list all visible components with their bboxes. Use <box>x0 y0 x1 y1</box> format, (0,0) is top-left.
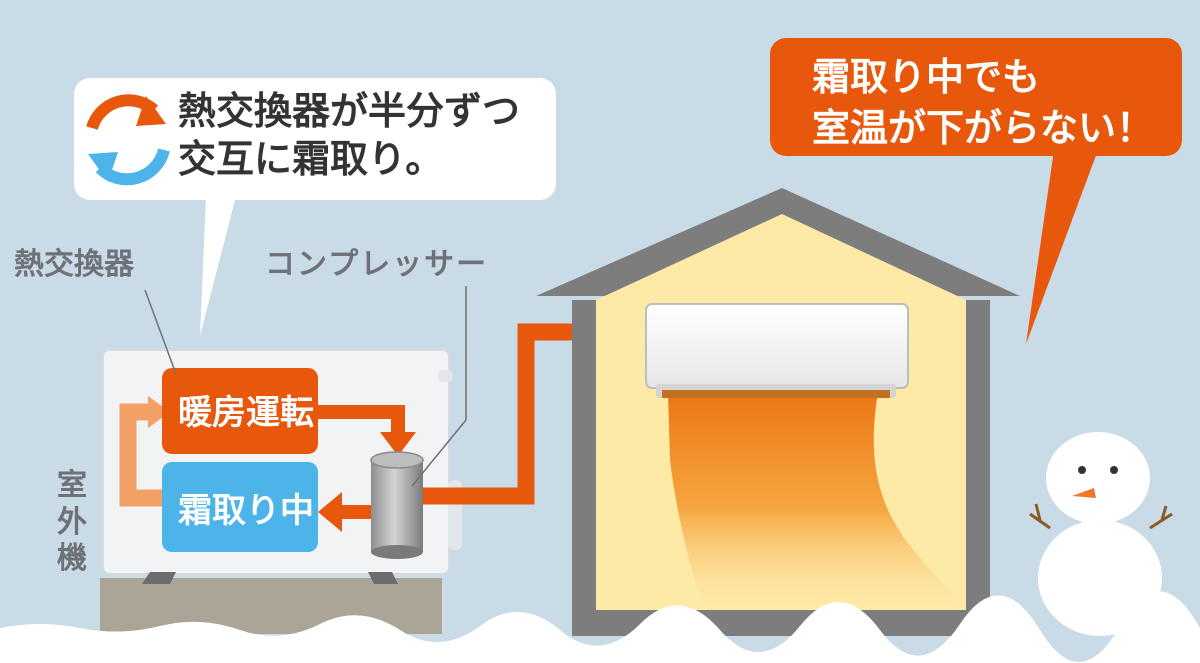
cycle-loop-arrow-head <box>148 396 170 428</box>
bubble-right-line1: 霜取り中でも <box>812 55 1041 99</box>
bubble-left-line2: 交互に霜取り。 <box>178 136 444 181</box>
heating-box-label: 暖房運転 <box>178 393 314 433</box>
heat-exchanger-leader-line <box>144 289 177 375</box>
bubble-right-line2: 室温が下がらない！ <box>812 106 1155 151</box>
indoor-ac-unit <box>645 303 909 398</box>
outdoor-unit-label: 室外機 <box>57 468 87 577</box>
cycle-loop-arrow <box>119 403 168 507</box>
cycle-icon <box>86 94 170 186</box>
bubble-left <box>74 78 556 336</box>
arrow-heating-to-compressor <box>318 405 405 436</box>
defrosting-box <box>162 462 318 552</box>
bubble-right-text: 霜取り中でも 室温が下がらない！ <box>812 52 1154 155</box>
defrosting-box-label: 霜取り中 <box>178 491 314 531</box>
heat-exchanger-label: 熱交換器 <box>14 247 134 282</box>
bubble-left-text: 熱交換器が半分ずつ 交互に霜取り。 <box>178 88 520 183</box>
compressor-label: コンプレッサー <box>265 247 489 282</box>
heating-box <box>162 368 318 454</box>
snowman <box>1029 432 1173 636</box>
compressor-cylinder <box>370 451 424 559</box>
warm-air-flow <box>668 392 960 604</box>
bubble-left-line1: 熱交換器が半分ずつ <box>178 89 521 133</box>
bubble-right <box>770 38 1182 344</box>
snow-ground <box>0 591 1200 663</box>
